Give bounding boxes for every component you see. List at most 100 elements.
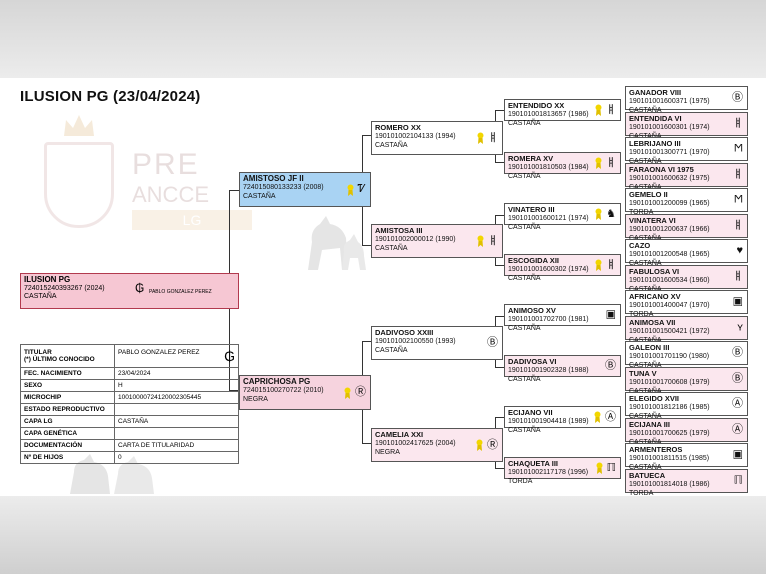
horse-icon: ♞ bbox=[606, 207, 616, 220]
background-top bbox=[0, 0, 766, 78]
heart-icon: ♥ bbox=[736, 244, 743, 257]
gen4-name: AFRICANO XV bbox=[629, 292, 681, 301]
gen3-name: ECIJANO VII bbox=[508, 408, 553, 417]
gen3-color: CASTAÑA bbox=[508, 173, 541, 180]
gen4-name: BATUECA bbox=[629, 470, 666, 480]
gen3-name: DADIVOSA VI bbox=[508, 357, 557, 366]
gen3-name: CHAQUETA III bbox=[508, 459, 558, 468]
gen4-name: GALEON III bbox=[629, 343, 670, 352]
gen4-color: CASTAÑA bbox=[629, 413, 662, 420]
ribbon-icon bbox=[347, 184, 354, 196]
square-icon: ▣ bbox=[605, 308, 616, 321]
subject-box[interactable]: ILUSION PG 724015240393267 (2024) CASTAÑ… bbox=[20, 273, 239, 309]
gen4-color: CASTAÑA bbox=[629, 234, 662, 242]
ladder-icon: ㅒ bbox=[487, 234, 498, 247]
gen4-name: GEMELO II bbox=[629, 190, 668, 199]
subject-name: ILUSION PG bbox=[24, 275, 71, 284]
gen4-id: 190101001200637 (1966) bbox=[629, 225, 710, 233]
ladder-icon: ㅒ bbox=[605, 103, 616, 116]
b-circle-icon: Ⓑ bbox=[605, 359, 616, 372]
pi-icon: ℿ bbox=[606, 461, 616, 474]
info-value: 100100007241200023054​45 bbox=[114, 391, 239, 404]
gen4-name: ECIJANA III bbox=[629, 419, 670, 429]
gen4-color: TORDA bbox=[629, 311, 654, 318]
gen3-name: ROMERA XV bbox=[508, 154, 554, 163]
sire-box[interactable]: AMISTOSO JF II 724015080133233 (2008) CA… bbox=[239, 172, 371, 207]
gen3-name: ENTENDIDO XX bbox=[508, 101, 565, 110]
pi-icon: ℿ bbox=[733, 474, 743, 486]
horse-watermark-icon bbox=[308, 216, 366, 270]
gen4-color: CASTAÑA bbox=[629, 132, 662, 140]
gen4-name: CAZO bbox=[629, 241, 651, 250]
owner-brand-icon: ₲ bbox=[224, 348, 235, 364]
b-circle-icon: Ⓑ bbox=[732, 346, 743, 359]
gen4-name: ARMENTEROS bbox=[629, 445, 683, 454]
b-circle-icon: Ⓑ bbox=[487, 336, 498, 349]
gen2-box[interactable]: DADIVOSO XXIII 190101002100550 (1993) CA… bbox=[371, 326, 503, 360]
gen4-id: 190101001701190 (1980) bbox=[629, 353, 710, 360]
ladder-icon: ㅒ bbox=[732, 219, 743, 231]
info-key: CAPA LG bbox=[20, 415, 115, 428]
connector bbox=[495, 468, 504, 469]
pedigree-sheet: ILUSION PG (23/04/2024) PRE ANCCE LG ILU… bbox=[0, 78, 766, 496]
shield-icon bbox=[44, 142, 114, 228]
gen4-color: CASTAÑA bbox=[629, 438, 662, 446]
gen2-box[interactable]: CAMELIA XXI 190101002417625 (2004) NEGRA… bbox=[371, 428, 503, 462]
gen3-id: 190101001600302 (1974) bbox=[508, 266, 589, 273]
info-key: ESTADO REPRODUCTIVO bbox=[20, 403, 115, 416]
r-circle-icon: Ⓡ bbox=[355, 386, 366, 398]
gen4-id: 190101001500421 (1972) bbox=[629, 327, 710, 335]
subject-owner: PABLO GONZALEZ PEREZ bbox=[149, 289, 212, 295]
ladder-icon: ㅒ bbox=[732, 117, 743, 129]
info-key: Nº DE HIJOS bbox=[20, 451, 115, 464]
ribbon-icon bbox=[595, 208, 602, 220]
r-circle-icon: Ⓡ bbox=[487, 438, 498, 451]
info-key: CAPA GENÉTICA bbox=[20, 427, 115, 440]
info-key: SEXO bbox=[20, 379, 115, 392]
dam-box[interactable]: CAPRICHOSA PG 724015100270722 (2010) NEG… bbox=[239, 375, 371, 410]
gen4-name: TUNA V bbox=[629, 368, 657, 378]
gen4-color: CASTAÑA bbox=[629, 158, 662, 165]
crown-icon bbox=[64, 115, 94, 136]
gen3-color: CASTAÑA bbox=[508, 376, 541, 383]
connector bbox=[495, 265, 504, 266]
gen4-id: 190101001600301 (1974) bbox=[629, 123, 710, 131]
logo-lg: LG bbox=[132, 210, 252, 230]
gen2-box[interactable]: AMISTOSA III 190101002000012 (1990) CAST… bbox=[371, 224, 503, 258]
gen3-id: 190101001902328 (1988) bbox=[508, 367, 589, 374]
info-key: MICROCHIP bbox=[20, 391, 115, 404]
gen2-box[interactable]: ROMERO XX 190101002104133 (1994) CASTAÑA… bbox=[371, 121, 503, 155]
gen3-id: 190101002117178 (1996) bbox=[508, 469, 589, 476]
connector bbox=[495, 162, 504, 163]
ladder-icon: ㅒ bbox=[605, 156, 616, 169]
gen3-id: 190101001600121 (1974) bbox=[508, 215, 589, 222]
gen4-id: 190101001600534 (1960) bbox=[629, 276, 710, 284]
